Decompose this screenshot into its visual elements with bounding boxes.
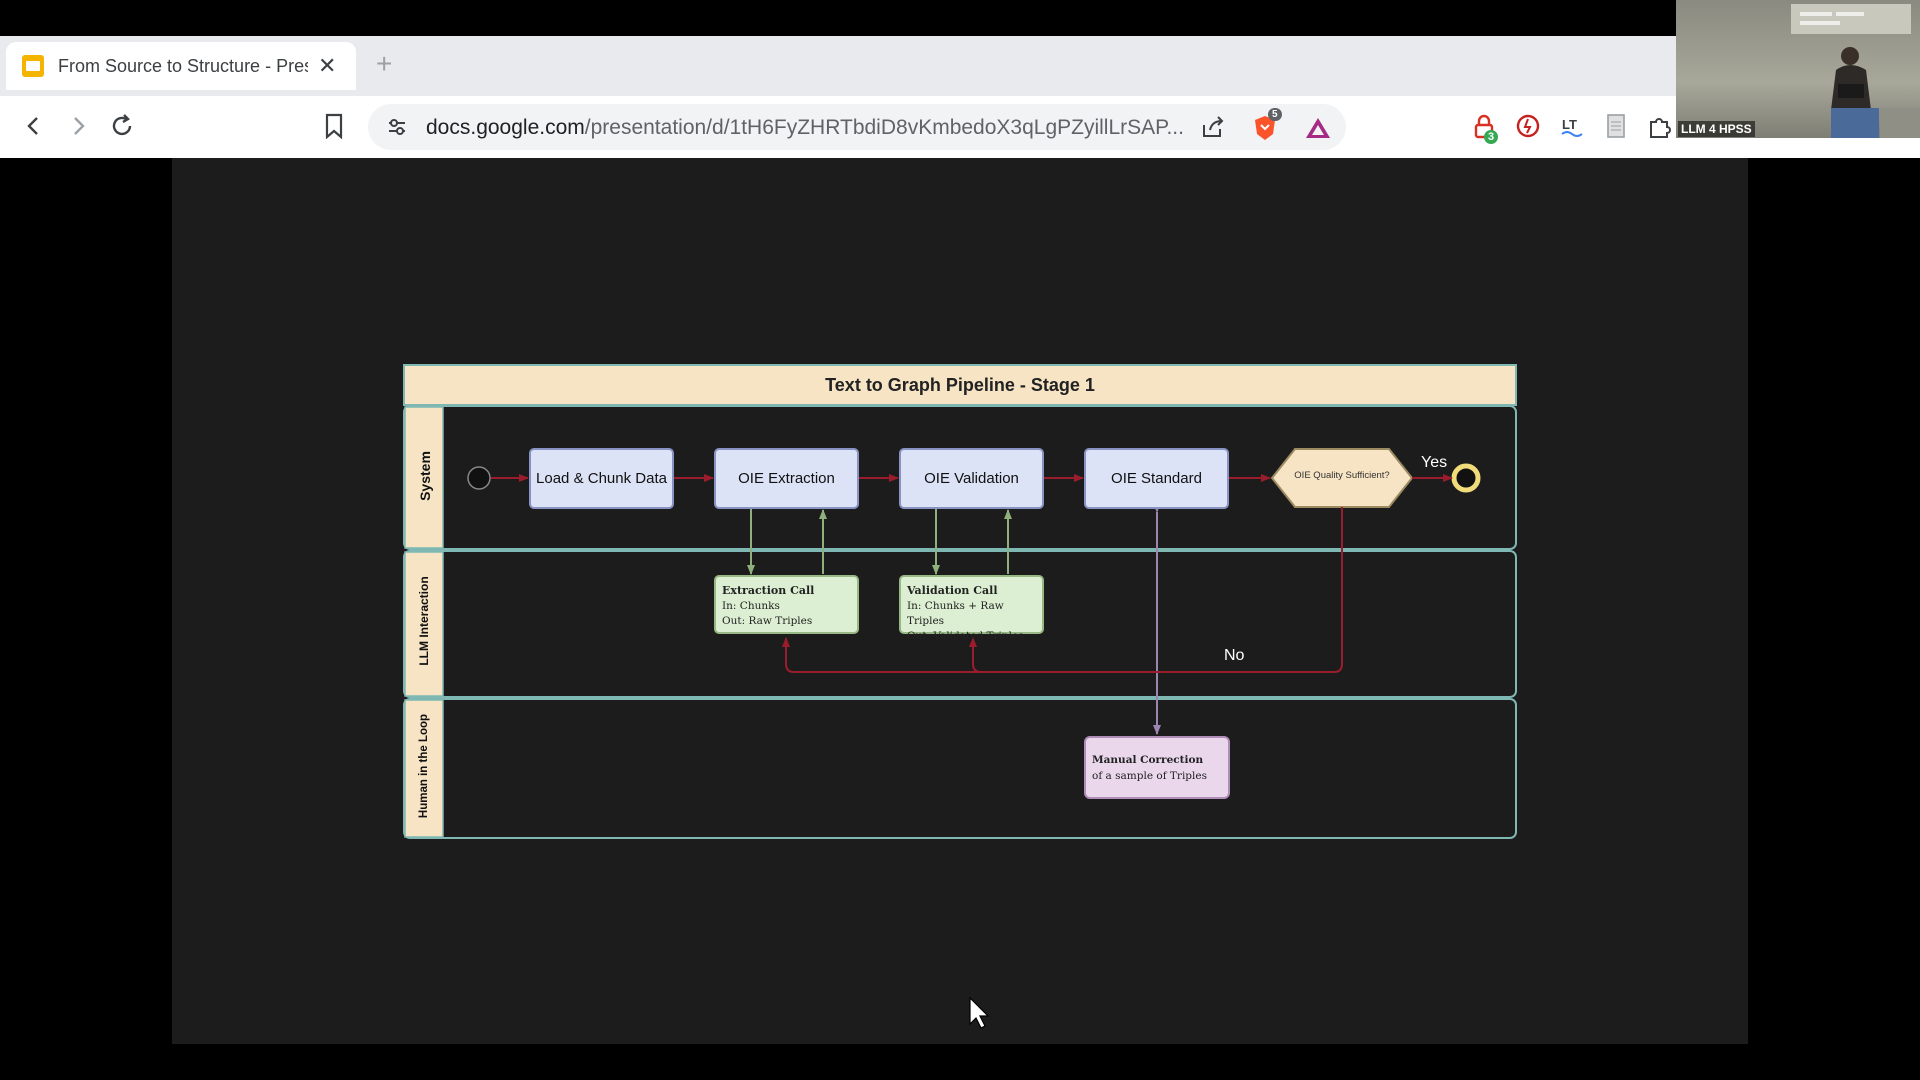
- forward-button[interactable]: [60, 108, 96, 144]
- lane-label-llm: LLM Interaction: [417, 576, 431, 666]
- new-tab-button[interactable]: +: [376, 48, 393, 79]
- manual-correction-sub: of a sample of Triples: [1092, 770, 1207, 783]
- mouse-cursor-icon: [969, 996, 990, 1029]
- extraction-call-title: Extraction Call: [722, 584, 815, 597]
- lane-llm: [403, 550, 1517, 698]
- start-node: [467, 466, 491, 490]
- decision-label: OIE Quality Sufficient?: [1294, 470, 1390, 481]
- diagram-title: Text to Graph Pipeline - Stage 1: [825, 374, 1095, 395]
- share-icon[interactable]: [1200, 115, 1226, 139]
- brave-shield-icon[interactable]: [1252, 114, 1278, 142]
- speaker-image: [1791, 4, 1920, 138]
- step-oie-extraction: OIE Extraction: [714, 448, 859, 509]
- site-settings-icon[interactable]: [386, 116, 408, 138]
- brave-rewards-icon[interactable]: [1304, 116, 1332, 140]
- manual-correction-box: Manual Correction of a sample of Triples: [1084, 736, 1230, 799]
- step-oie-standard: OIE Standard: [1084, 448, 1229, 509]
- tab-active[interactable]: From Source to Structure - Pres ✕: [6, 42, 356, 90]
- extension-badge: 3: [1484, 130, 1499, 144]
- validation-call-box: Validation Call In: Chunks + Raw Triples…: [899, 575, 1044, 642]
- extraction-call-out: Out: Raw Triples: [722, 614, 813, 627]
- no-label: No: [1224, 647, 1245, 664]
- extraction-call-box: Extraction Call In: Chunks Out: Raw Trip…: [714, 575, 859, 634]
- url-path: /presentation/d/1tH6FyZHRTbdiD8vKmbedoX3…: [584, 116, 1184, 139]
- url-domain: docs.google.com: [426, 116, 585, 139]
- lane-system: [403, 405, 1517, 550]
- lane-label-human: Human in the Loop: [418, 713, 430, 819]
- extension-power-icon[interactable]: [1512, 110, 1544, 142]
- validation-call-in: In: Chunks + Raw Triples: [907, 599, 1004, 627]
- end-node: [1451, 463, 1481, 493]
- tab-title: From Source to Structure - Pres: [58, 55, 308, 76]
- no-loop-arrow: [782, 637, 981, 673]
- document-icon[interactable]: [1600, 110, 1632, 142]
- extraction-call-in: In: Chunks: [722, 599, 780, 612]
- diagram-header: [403, 364, 1517, 406]
- validation-call-out: Out: Validated Triples: [907, 629, 1024, 642]
- shield-badge: 5: [1268, 108, 1282, 121]
- lane-label-bg-human: [404, 699, 444, 838]
- step-load-chunk: Load & Chunk Data: [529, 448, 674, 509]
- lane-label-system: System: [417, 451, 433, 501]
- validation-call-title: Validation Call: [907, 584, 998, 597]
- back-arrow-icon: [27, 117, 38, 135]
- reload-icon: [112, 114, 132, 136]
- lane-label-bg-llm: [404, 551, 444, 697]
- toolbar: docs.google.com/presentation/d/1tH6FyZHR…: [0, 96, 1920, 158]
- tab-bar: From Source to Structure - Pres ✕ +: [0, 36, 1920, 96]
- back-button[interactable]: [16, 108, 52, 144]
- url-text[interactable]: docs.google.com/presentation/d/1tH6FyZHR…: [426, 116, 1186, 140]
- svg-text:LT: LT: [1562, 117, 1577, 132]
- lane-human: [403, 698, 1517, 839]
- lane-label-bg-system: [404, 406, 444, 549]
- address-bar[interactable]: docs.google.com/presentation/d/1tH6FyZHR…: [368, 104, 1346, 150]
- video-label: LLM 4 HPSS: [1678, 121, 1755, 137]
- reload-button[interactable]: [104, 108, 140, 144]
- bookmark-icon: [325, 113, 343, 139]
- step-oie-validation: OIE Validation: [899, 448, 1044, 509]
- manual-correction-title: Manual Correction: [1092, 754, 1204, 766]
- webcam-video: LLM 4 HPSS: [1676, 0, 1920, 138]
- languagetool-icon[interactable]: LT: [1556, 110, 1588, 142]
- yes-label: Yes: [1421, 454, 1448, 471]
- no-loop-arrow: [969, 507, 1343, 673]
- bookmark-button[interactable]: [316, 108, 352, 144]
- close-tab-icon[interactable]: ✕: [318, 53, 337, 78]
- forward-arrow-icon: [74, 117, 85, 135]
- slides-icon: [22, 55, 44, 77]
- extensions-puzzle-icon[interactable]: [1644, 110, 1676, 142]
